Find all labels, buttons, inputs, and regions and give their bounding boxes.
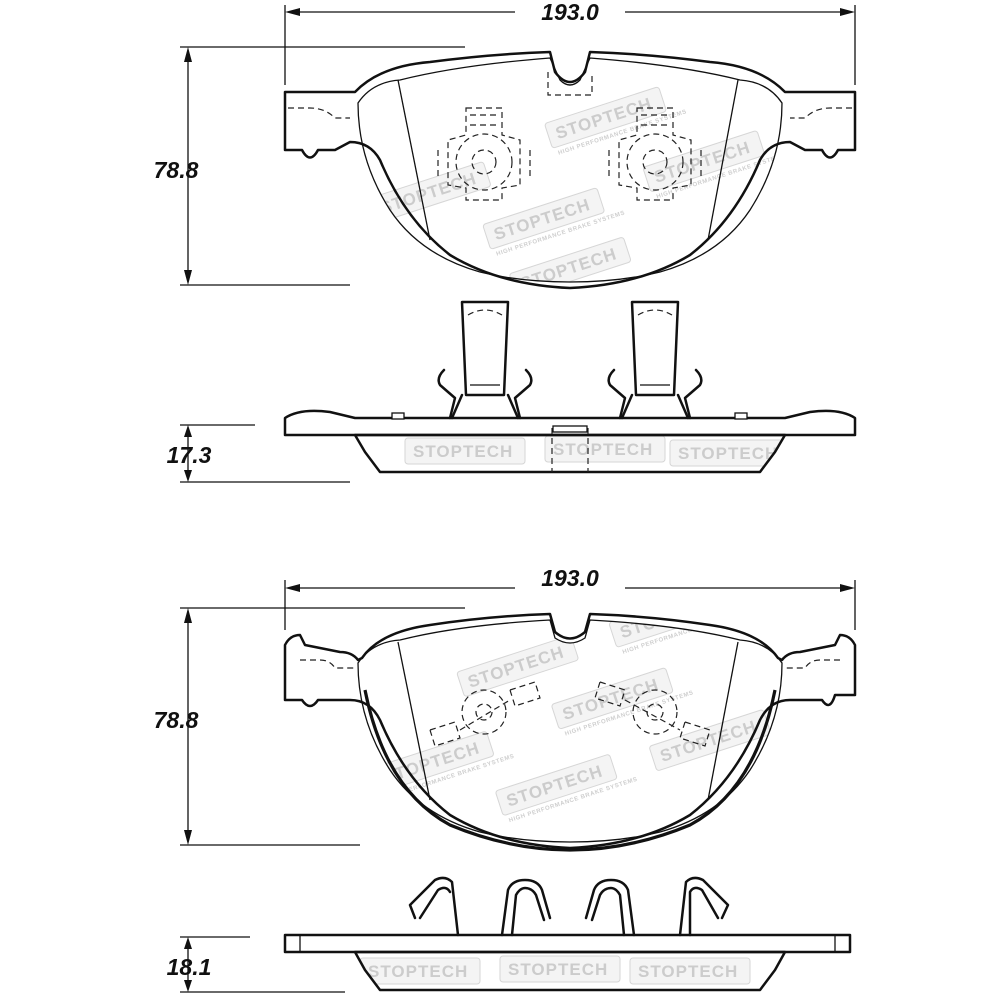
upper-width-dimension: 193.0 [284, 0, 856, 85]
upper-side-right-clip [607, 300, 703, 420]
lower-right-clip-hidden [594, 681, 711, 747]
lower-side-clips [408, 876, 730, 937]
upper-pad-watermarks: STOPTECH STOPTECH HIGH PERFORMANCE BRAKE… [369, 86, 782, 282]
upper-height-dimension: 78.8 [154, 46, 465, 286]
lower-width-dimension: 193.0 [284, 565, 856, 630]
upper-thickness-label: 17.3 [167, 442, 212, 468]
lower-width-label: 193.0 [541, 565, 599, 591]
watermark-logo-text: STOPTECH [553, 440, 653, 459]
watermark-logo-text: STOPTECH [413, 442, 513, 461]
watermark-logo-text: STOPTECH [368, 962, 468, 981]
lower-thickness-dimension: 18.1 [167, 936, 345, 993]
lower-height-label: 78.8 [154, 707, 199, 733]
upper-left-clip-hidden [437, 107, 531, 201]
upper-width-label: 193.0 [541, 0, 599, 25]
watermark-logo-text: STOPTECH [638, 962, 738, 981]
watermark-logo-text: STOPTECH [508, 960, 608, 979]
upper-side-left-clip [437, 300, 533, 420]
upper-pad-front-view: STOPTECH STOPTECH HIGH PERFORMANCE BRAKE… [154, 0, 857, 290]
lower-pad-side-view: STOPTECH STOPTECH STOPTECH [167, 876, 852, 993]
upper-height-label: 78.8 [154, 157, 199, 183]
lower-left-clip-hidden [429, 681, 541, 747]
lower-thickness-label: 18.1 [167, 954, 212, 980]
upper-pad-side-view: STOPTECH STOPTECH STOPTECH [167, 300, 857, 483]
lower-height-dimension: 78.8 [154, 607, 465, 846]
watermark-logo-text: STOPTECH [678, 444, 778, 463]
upper-right-clip-hidden [608, 107, 702, 201]
upper-thickness-dimension: 17.3 [167, 424, 350, 483]
lower-pad-watermarks: STOPTECH STOPTECH HIGH PERFORMANCE BRAKE… [372, 620, 771, 824]
lower-pad-front-view: STOPTECH STOPTECH HIGH PERFORMANCE BRAKE… [154, 565, 857, 852]
